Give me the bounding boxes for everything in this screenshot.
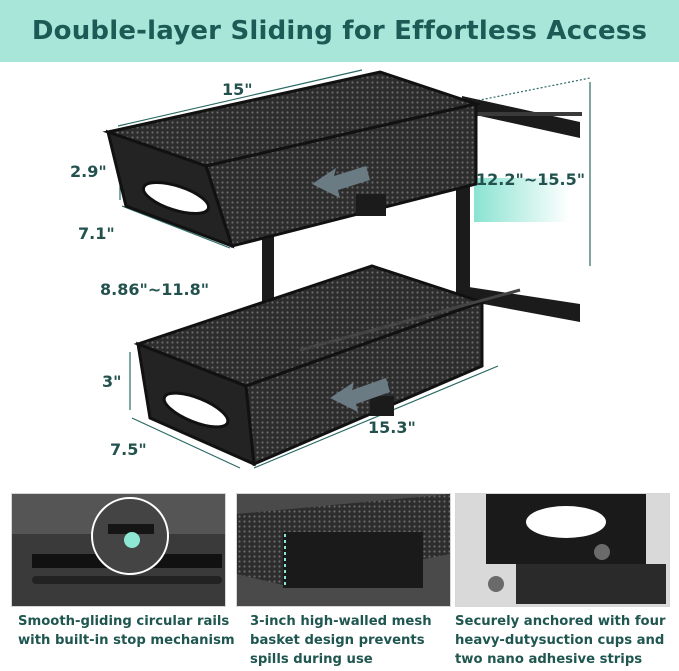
layer-gap-label: 8.86"~11.8": [100, 280, 210, 299]
top-basket: [102, 70, 482, 249]
caption-line: two nano adhesive strips: [455, 652, 643, 667]
bottom-depth-label: 7.5": [110, 440, 147, 459]
bottom-height-label: 3": [102, 372, 122, 391]
caption-basket: 3-inch high-walled mesh basket design pr…: [250, 612, 470, 669]
caption-line: 3-inch high-walled mesh: [250, 614, 432, 629]
suction-cup-icon: [456, 494, 669, 606]
top-height-label: 2.9": [70, 162, 107, 181]
title-banner: Double-layer Sliding for Effortless Acce…: [0, 0, 679, 62]
feature-panel-basket: [236, 493, 451, 607]
top-width-label: 15": [222, 80, 253, 99]
mesh-basket-icon: [237, 494, 450, 606]
caption-line: with built-in stop mechanism: [18, 633, 235, 648]
caption-line: heavy-dutysuction cups and: [455, 633, 665, 648]
caption-rails: Smooth-gliding circular rails with built…: [18, 612, 238, 650]
bottom-width-label: 15.3": [368, 418, 416, 437]
feature-panel-rails: [11, 493, 226, 607]
slide-arrows: [312, 166, 390, 412]
product-illustration: [102, 69, 591, 469]
caption-suction: Securely anchored with four heavy-dutysu…: [455, 612, 675, 669]
slide-rail-icon: [12, 494, 225, 606]
page-title: Double-layer Sliding for Effortless Acce…: [31, 16, 648, 46]
top-depth-label: 7.1": [78, 224, 115, 243]
dimension-lines: [117, 69, 591, 469]
caption-line: Smooth-gliding circular rails: [18, 614, 230, 629]
caption-line: Securely anchored with four: [455, 614, 666, 629]
caption-line: spills during use: [250, 652, 373, 667]
caption-line: basket design prevents: [250, 633, 425, 648]
pull-out-label: 12.2"~15.5": [476, 170, 586, 189]
feature-panel-suction: [455, 493, 670, 607]
pull-glow: [474, 178, 570, 222]
bottom-basket: [133, 264, 521, 467]
